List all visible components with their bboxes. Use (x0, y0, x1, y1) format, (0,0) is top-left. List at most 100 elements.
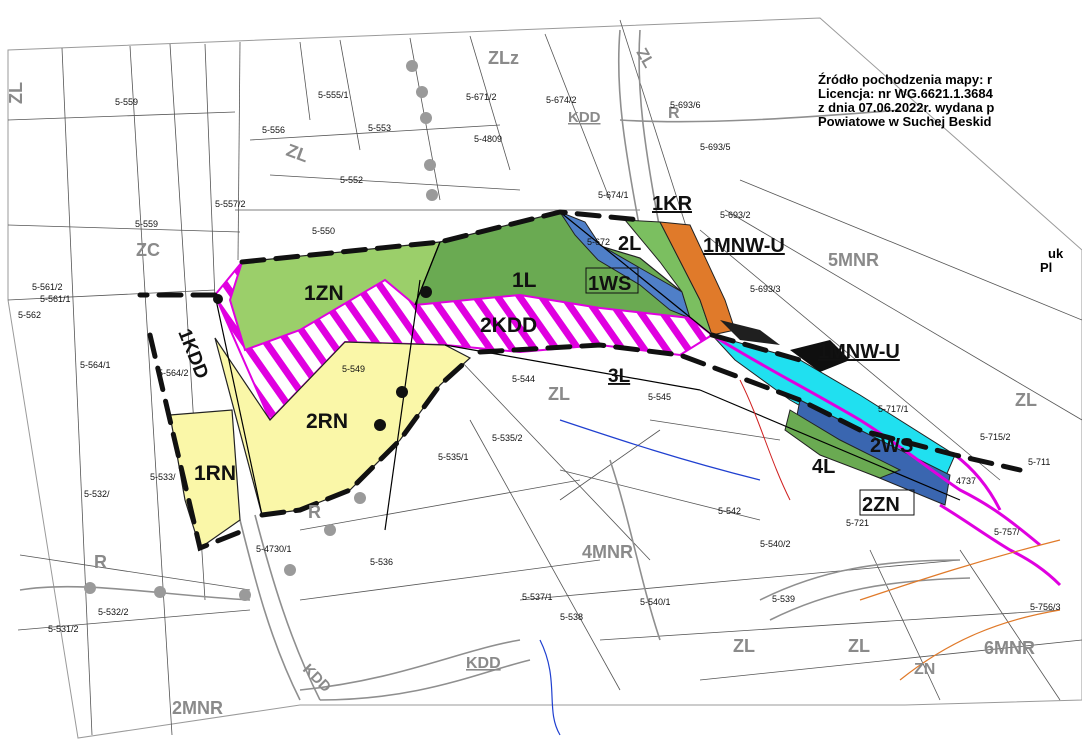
parcel-label: 5-4809 (474, 134, 502, 144)
source-note-line-2: Licencja: nr WG.6621.1.3684 (818, 86, 994, 101)
parcel-label: 5-559 (135, 219, 158, 229)
parcel-label: 5-535/2 (492, 433, 523, 443)
parcel-label: 5-552 (340, 175, 363, 185)
river-strip (720, 320, 780, 345)
parcel-label: 5-561/2 (32, 282, 63, 292)
label-r-1: R (308, 502, 321, 522)
label-zl-3: ZL (548, 384, 570, 404)
label-2l: 2L (618, 233, 641, 255)
label-1zn: 1ZN (304, 282, 344, 305)
parcel-label: 5-674/1 (598, 190, 629, 200)
label-2zn: 2ZN (862, 494, 900, 516)
road-lines (19, 29, 971, 701)
parcel-label: 4737 (956, 476, 976, 486)
parcel-label: 5-544 (512, 374, 535, 384)
label-zl-1: ZL (6, 82, 26, 104)
parcel-lines (7, 19, 1082, 736)
parcel-label: 5-555/1 (318, 90, 349, 100)
parcel-label: 5-550 (312, 226, 335, 236)
parcel-label: 5-693/2 (720, 210, 751, 220)
label-zl-6: ZL (848, 636, 870, 656)
label-2mnr: 2MNR (172, 698, 223, 718)
parcel-label: 5-538 (560, 612, 583, 622)
label-zl-5: ZL (733, 636, 755, 656)
parcel-label: 5-559 (115, 97, 138, 107)
label-5mnr: 5MNR (828, 250, 879, 270)
parcel-label: 5-4730/1 (256, 544, 292, 554)
parcel-label: 5-562 (18, 310, 41, 320)
parcel-label: 5-540/1 (640, 597, 671, 607)
parcel-numbers: 5-559 5-559 5-556 5-553 5-552 5-557/2 5-… (18, 90, 1061, 634)
side-note-line-2: Pl (1040, 260, 1052, 275)
parcel-label: 5-557/2 (215, 199, 246, 209)
zone-1rn[interactable] (169, 409, 241, 549)
source-note-line-3: z dnia 07.06.2022r. wydana p (818, 100, 994, 115)
parcel-label: 5-721 (846, 518, 869, 528)
plan-boundary (137, 209, 1023, 552)
parcel-label: 5-532/ (84, 489, 110, 499)
label-6mnr: 6MNR (984, 638, 1035, 658)
label-zl-4: ZL (1015, 390, 1037, 410)
parcel-label: 5-715/2 (980, 432, 1011, 442)
parcel-label: 5-556 (262, 125, 285, 135)
parcel-label: 5-533/ (150, 472, 176, 482)
parcel-label: 5-756/3 (1030, 602, 1061, 612)
box-1ws (585, 267, 639, 294)
label-zc: ZC (136, 240, 160, 260)
label-3l: 3L (608, 366, 631, 387)
parcel-label: 5-537/1 (522, 592, 553, 602)
boundary-dots (213, 286, 432, 431)
parcel-label: 5-536 (370, 557, 393, 567)
parcel-label: 5-564/2 (158, 368, 189, 378)
source-note: Źródło pochodzenia mapy: r Licencja: nr … (818, 72, 994, 129)
source-note-line-1: Źródło pochodzenia mapy: r (818, 72, 992, 87)
map-sheet (7, 17, 1082, 739)
parcel-label: 5-564/1 (80, 360, 111, 370)
parcel-label: 5-540/2 (760, 539, 791, 549)
label-2rn: 2RN (306, 410, 348, 433)
parcel-label: 5-693/6 (670, 100, 701, 110)
parcel-label: 5-532/2 (98, 607, 129, 617)
parcel-label: 5-757/ (994, 527, 1020, 537)
parcel-label: 5-549 (342, 364, 365, 374)
label-zlz: ZLz (488, 48, 519, 68)
label-1mnw-u-b: 1MNW-U (818, 341, 900, 363)
side-note: uk Pl (1040, 246, 1064, 275)
label-1l: 1L (512, 269, 537, 292)
label-kdd-a: KDD (568, 109, 601, 126)
label-1mnw-u: 1MNW-U (703, 235, 785, 257)
parcel-label: 5-531/2 (48, 624, 79, 634)
parcel-label: 5-671/2 (466, 92, 497, 102)
parcel-label: 5-539 (772, 594, 795, 604)
parcel-label: 5-542 (718, 506, 741, 516)
road-magenta (711, 333, 1041, 547)
label-2kdd: 2KDD (480, 314, 537, 337)
side-note-line-1: uk (1048, 246, 1064, 261)
box-2zn (859, 489, 915, 516)
label-zn-base: ZN (914, 661, 935, 678)
parcel-label: 5-535/1 (438, 452, 469, 462)
parcel-label: 5-561/1 (40, 294, 71, 304)
parcel-label: 5-711 (1028, 457, 1050, 467)
parcel-label: 5-545 (648, 392, 671, 402)
parcel-label: 5-693/5 (700, 142, 731, 152)
zone-2zn[interactable] (784, 409, 902, 479)
source-note-line-4: Powiatowe w Suchej Beskid (818, 114, 991, 129)
label-r-2: R (94, 552, 107, 572)
label-1kr: 1KR (652, 193, 693, 215)
label-4mnr: 4MNR (582, 542, 633, 562)
utility-lines (539, 379, 1061, 736)
parcel-label: 5-717/1 (878, 404, 909, 414)
parcel-label: 5-674/2 (546, 95, 577, 105)
label-1rn: 1RN (194, 462, 236, 485)
label-1ws: 1WS (588, 273, 631, 295)
parcel-label: 5-693/3 (750, 284, 781, 294)
parcel-label: 5-672 (587, 237, 610, 247)
label-kdd-b: KDD (466, 655, 501, 672)
label-2ws: 2WS (870, 435, 913, 457)
label-4l: 4L (812, 456, 835, 478)
parcel-label: 5-553 (368, 123, 391, 133)
label-r-3: R (668, 105, 680, 122)
